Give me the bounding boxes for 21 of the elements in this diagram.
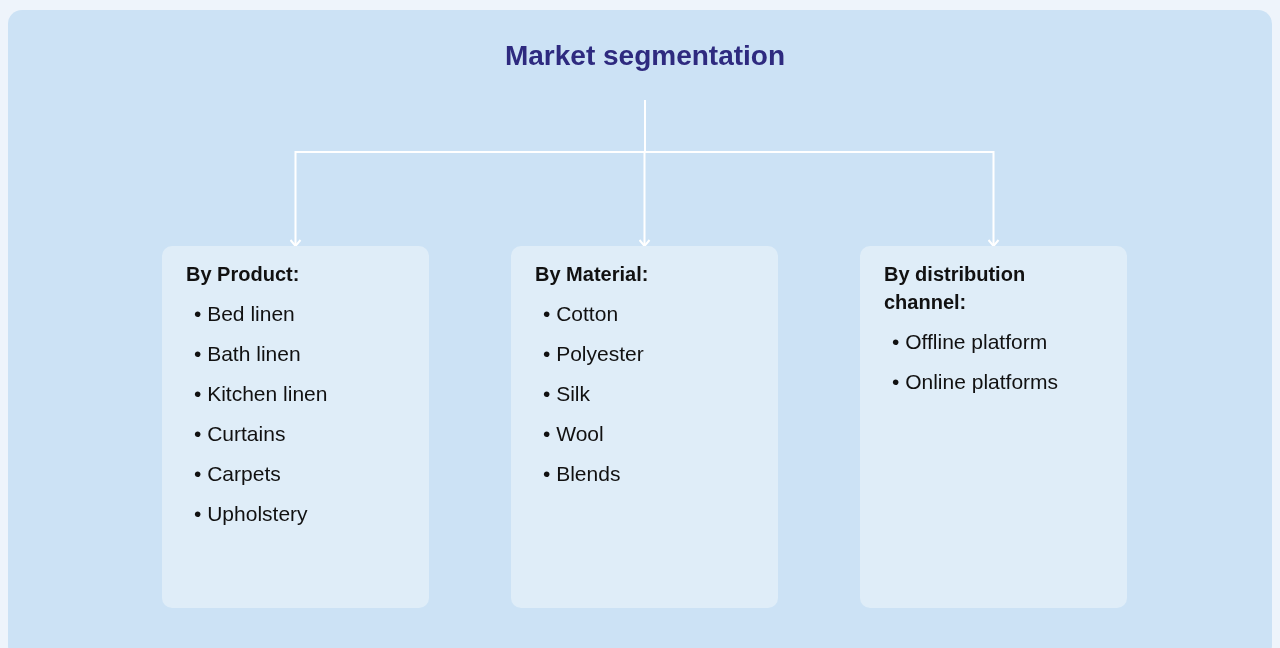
list-item: • Bed linen [194,301,295,327]
list-item: • Offline platform [892,329,1048,355]
card-heading: By Material: [535,262,649,287]
category-card [511,246,778,608]
list-item: • Curtains [194,421,286,447]
list-item: • Wool [543,421,604,447]
list-item: • Carpets [194,461,281,487]
list-item: • Online platforms [892,369,1059,395]
list-item: • Cotton [543,301,619,327]
category-card [162,246,429,608]
card-heading: By distribution channel: [884,262,1027,315]
node-label: Market segmentation [504,40,786,71]
list-item: • Upholstery [194,501,308,527]
category-card [860,246,1127,608]
arrow [644,99,1000,247]
list-item: • Kitchen linen [194,381,328,407]
list-item: • Polyester [543,341,644,367]
card-heading: By Product: [186,262,300,287]
list-item: • Silk [543,381,591,407]
list-item: • Bath linen [194,341,301,367]
list-item: • Blends [543,461,621,487]
